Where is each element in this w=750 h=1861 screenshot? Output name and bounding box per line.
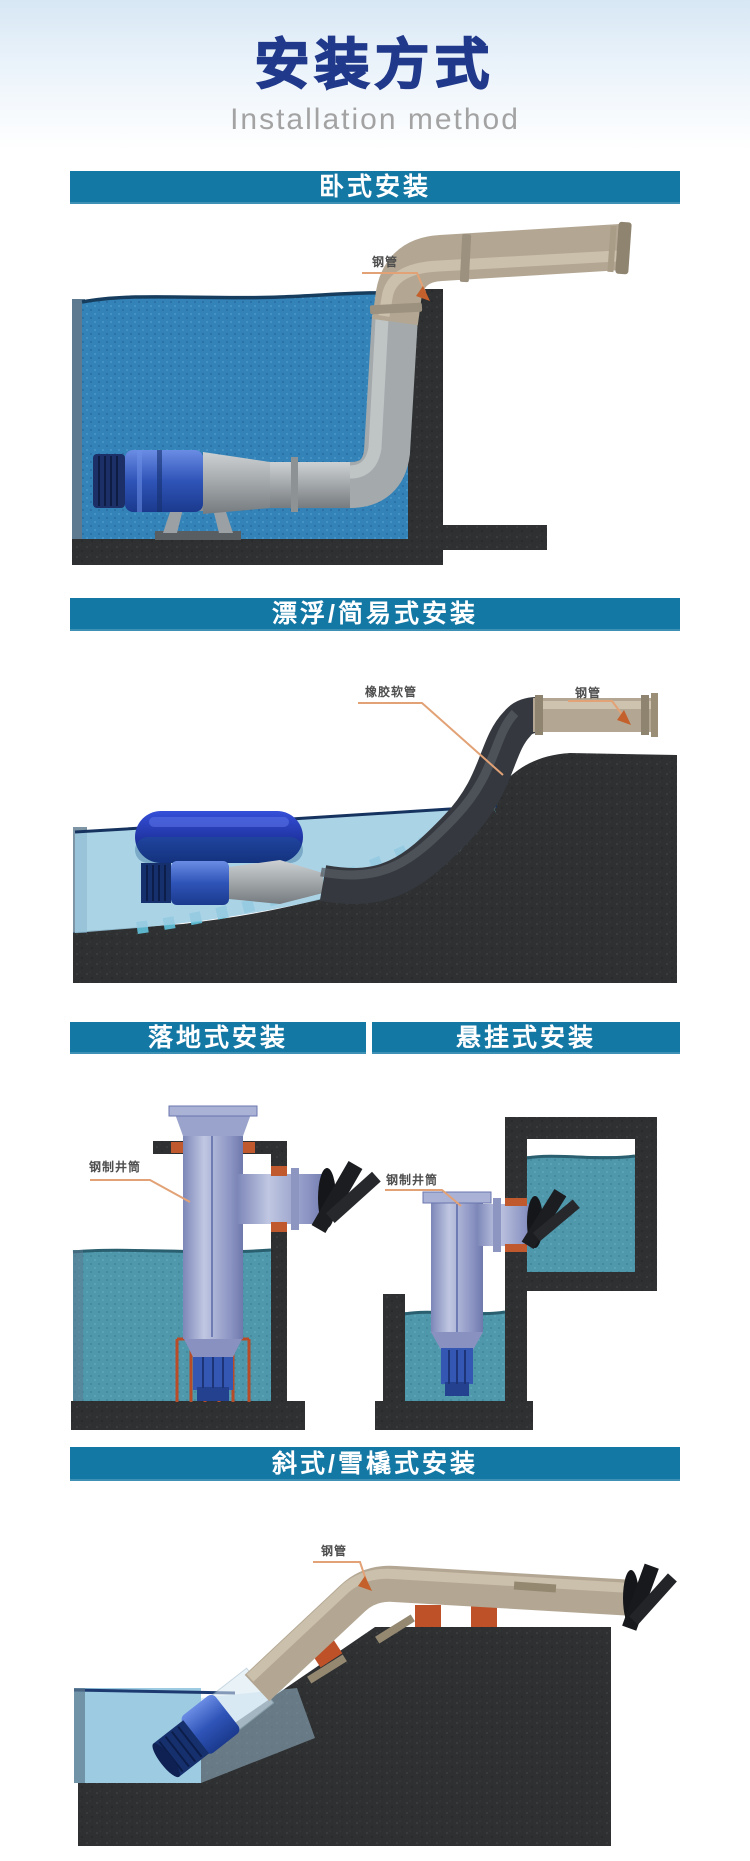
section-header-inclined: 斜式/雪橇式安装 <box>70 1447 680 1481</box>
steel-casing-label-right: 钢制井筒 <box>385 1173 438 1187</box>
steel-pipe-label: 钢管 <box>371 255 398 269</box>
steel-pipe <box>533 693 658 737</box>
page-header: 安装方式 Installation method <box>0 0 750 170</box>
steel-pipe-callout-leader <box>568 700 631 725</box>
hanging-steel-well-casing <box>422 1191 492 1396</box>
rubber-hose <box>319 697 538 904</box>
steel-pipe <box>244 1565 637 1702</box>
floating-pump <box>135 811 323 905</box>
horizontal-installation-diagram: 钢管 <box>0 204 750 598</box>
discharge-pipe <box>270 221 632 512</box>
floor-and-hanging-installation-diagram: 钢制井筒 钢制井筒 <box>0 1054 750 1447</box>
section-header-floating: 漂浮/简易式安装 <box>70 598 680 631</box>
floor-standing-discharge-pipe <box>237 1160 381 1234</box>
section-header-floor-standing: 落地式安装 <box>70 1022 366 1054</box>
page-subtitle: Installation method <box>230 103 520 136</box>
flap-valve <box>622 1563 677 1631</box>
steel-pipe-label: 钢管 <box>574 686 601 700</box>
steel-well-casing <box>168 1105 258 1357</box>
rubber-hose-callout-leader <box>358 702 504 776</box>
inclined-installation-illustration <box>73 1561 677 1846</box>
hanging-upper-tank <box>505 1117 657 1401</box>
submersible-pump <box>93 450 270 514</box>
steel-pipe-callout-leader <box>313 1561 372 1591</box>
steel-pipe-label: 钢管 <box>320 1544 347 1558</box>
embankment <box>73 753 677 983</box>
section-header-horizontal: 卧式安装 <box>70 171 680 204</box>
casing-callout-leaders <box>90 1179 462 1207</box>
rubber-hose-label: 橡胶软管 <box>364 685 417 699</box>
steel-casing-label-left: 钢制井筒 <box>88 1160 141 1174</box>
inclined-installation-diagram: 钢管 <box>0 1481 750 1861</box>
section-header-hanging: 悬挂式安装 <box>372 1022 680 1054</box>
floating-installation-diagram: 橡胶软管 钢管 <box>0 631 750 1022</box>
slope-embankment <box>78 1627 611 1846</box>
hanging-discharge-pipe <box>477 1189 580 1252</box>
page-title: 安装方式 <box>254 34 495 96</box>
horizontal-installation-illustration <box>72 221 632 565</box>
pump-cage <box>175 1337 251 1402</box>
floor-and-hanging-illustration <box>71 1105 657 1430</box>
floating-installation-illustration <box>73 693 677 983</box>
steel-pipe-callout-leader <box>362 272 430 301</box>
